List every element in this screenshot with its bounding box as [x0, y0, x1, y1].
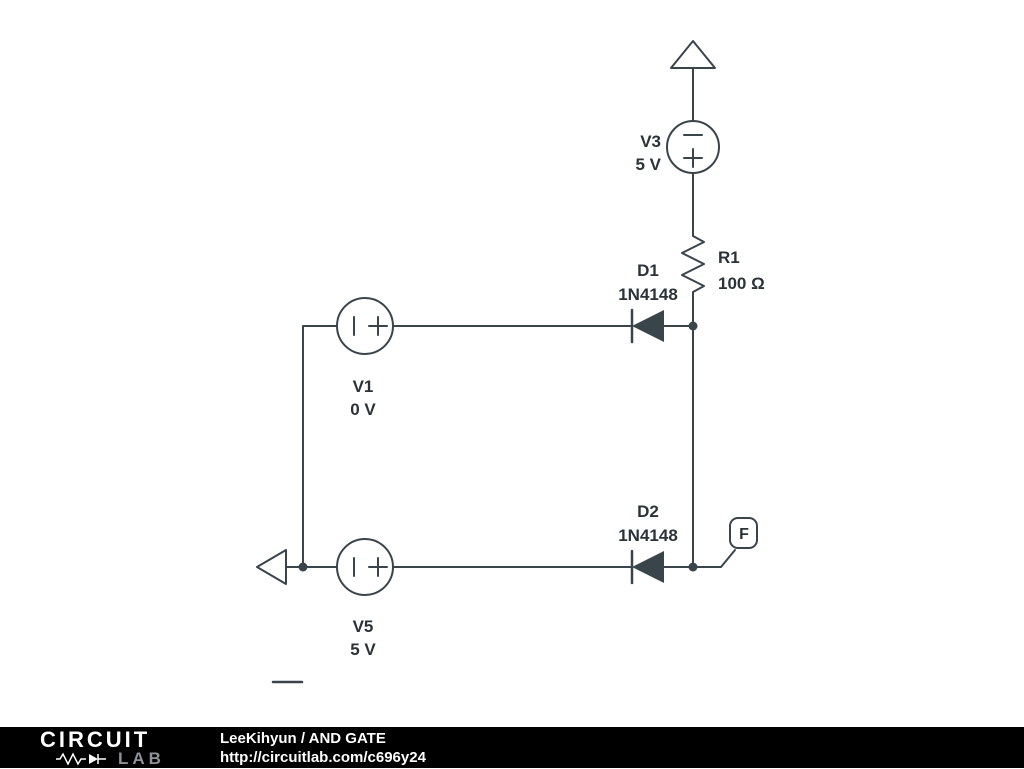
ground-port-icon — [256, 549, 338, 585]
circuit-schematic: V3 5 V R1 100 Ω V1 0 V — [256, 40, 765, 684]
v5-ref-label: V5 — [353, 617, 374, 636]
voltage-source-v3: V3 5 V — [635, 120, 720, 174]
author-title-text: LeeKihyun / AND GATE — [220, 729, 386, 747]
d1-value-label: 1N4148 — [618, 285, 678, 304]
diode-d2: D2 1N4148 — [618, 502, 694, 585]
v3-ref-label: V3 — [640, 132, 661, 151]
diode-d1: D1 1N4148 — [618, 261, 694, 344]
circuitlab-logo: CIRCUIT LAB — [40, 727, 218, 769]
schematic-canvas: V3 5 V R1 100 Ω V1 0 V — [256, 40, 765, 684]
flag-f-label: F — [739, 526, 749, 543]
resistor-r1: R1 100 Ω — [681, 229, 765, 327]
v3-value-label: 5 V — [635, 155, 661, 174]
v1-value-label: 0 V — [350, 400, 376, 419]
voltage-source-v1: V1 0 V — [336, 297, 394, 419]
d2-ref-label: D2 — [637, 502, 659, 521]
net-flag-f: F — [692, 517, 758, 568]
r1-value-label: 100 Ω — [718, 274, 765, 293]
footer-credit: LeeKihyun / AND GATE http://circuitlab.c… — [220, 727, 426, 768]
footer-bar: CIRCUIT LAB LeeKihyun / AND GATE http://… — [0, 727, 1024, 768]
wire — [302, 325, 338, 568]
voltage-source-v5: V5 5 V — [336, 538, 394, 659]
v1-ref-label: V1 — [353, 377, 374, 396]
r1-ref-label: R1 — [718, 248, 740, 267]
vcc-symbol-icon — [670, 40, 716, 122]
v5-value-label: 5 V — [350, 640, 376, 659]
logo-circuit-text: CIRCUIT — [40, 727, 151, 752]
resistor-diode-icon — [56, 752, 106, 766]
logo-lab-text: LAB — [118, 749, 165, 768]
d2-value-label: 1N4148 — [618, 526, 678, 545]
d1-ref-label: D1 — [637, 261, 659, 280]
circuit-url-text: http://circuitlab.com/c696y24 — [220, 748, 426, 766]
